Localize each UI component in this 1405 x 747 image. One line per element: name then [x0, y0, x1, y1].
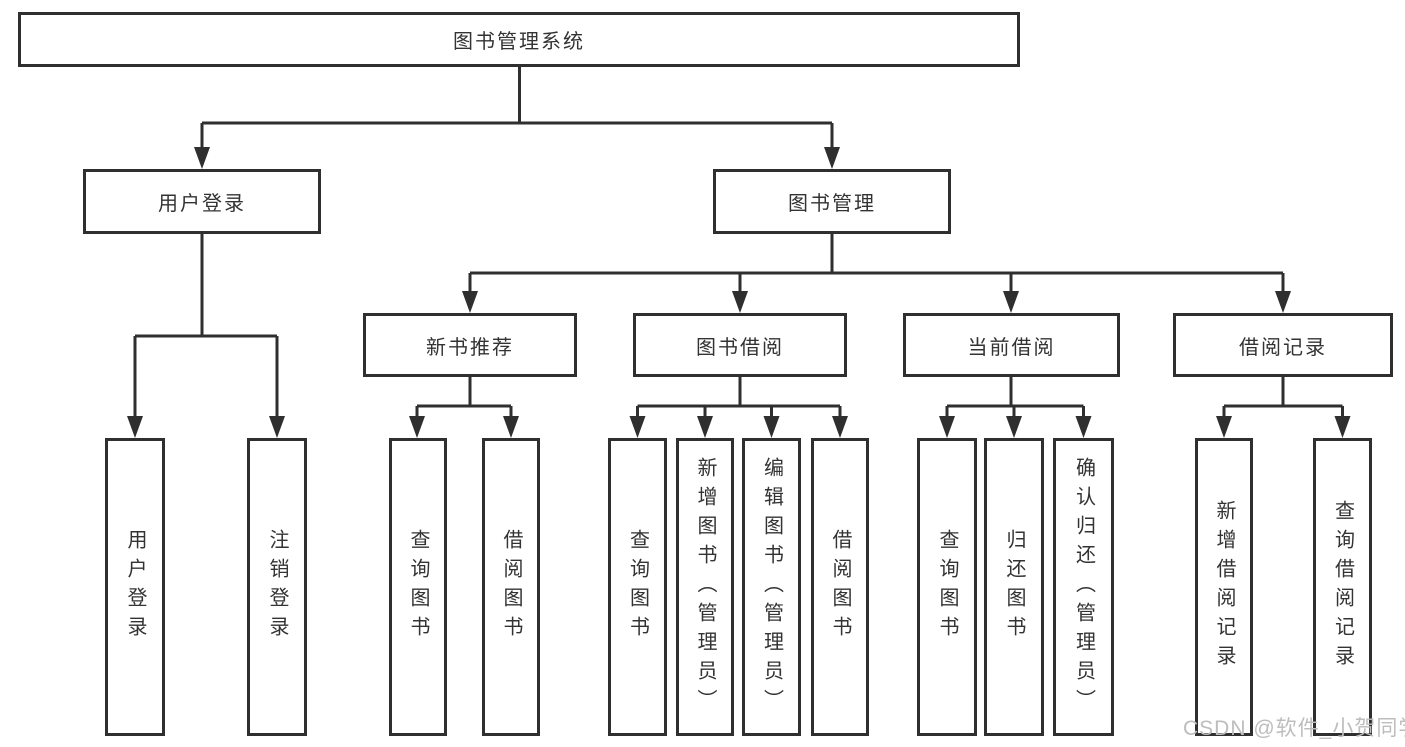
leaf-return-books: 归还图书	[984, 438, 1044, 736]
node-book-borrowing: 图书借阅	[633, 313, 847, 377]
leaf-add-borrow-record: 新增借阅记录	[1195, 438, 1253, 736]
leaf-query-books-borrowing-label: 查询图书	[626, 529, 649, 645]
node-new-book-recommend: 新书推荐	[363, 313, 577, 377]
leaf-user-login: 用户登录	[105, 438, 165, 736]
leaf-add-borrow-record-label: 新增借阅记录	[1213, 500, 1235, 674]
leaf-confirm-return-admin-label: 确认归还（管理员）	[1072, 456, 1095, 718]
leaf-logout: 注销登录	[247, 438, 307, 736]
leaf-return-books-label: 归还图书	[1003, 529, 1025, 645]
node-book-management: 图书管理	[713, 169, 951, 234]
leaf-query-books-recommend: 查询图书	[389, 438, 447, 736]
leaf-logout-label: 注销登录	[266, 529, 288, 645]
csdn-watermark: CSDN @软件_小贺同学	[1183, 717, 1405, 740]
leaf-borrow-books-borrowing: 借阅图书	[811, 438, 869, 736]
leaf-query-books-recommend-label: 查询图书	[407, 529, 429, 645]
leaf-edit-book-admin: 编辑图书（管理员）	[742, 438, 801, 736]
leaf-query-books-current: 查询图书	[917, 438, 977, 736]
node-borrowing-records: 借阅记录	[1173, 313, 1393, 377]
leaf-query-books-borrowing: 查询图书	[608, 438, 667, 736]
leaf-borrow-books-borrowing-label: 借阅图书	[829, 529, 851, 645]
node-root: 图书管理系统	[18, 12, 1020, 67]
leaf-query-borrow-record-label: 查询借阅记录	[1331, 500, 1354, 674]
leaf-borrow-books-recommend: 借阅图书	[482, 438, 540, 736]
leaf-add-book-admin: 新增图书（管理员）	[676, 438, 734, 736]
leaf-user-login-label: 用户登录	[124, 529, 146, 645]
leaf-query-borrow-record: 查询借阅记录	[1313, 438, 1372, 736]
leaf-confirm-return-admin: 确认归还（管理员）	[1053, 438, 1114, 736]
leaf-query-books-current-label: 查询图书	[936, 529, 958, 645]
leaf-add-book-admin-label: 新增图书（管理员）	[694, 456, 716, 718]
node-current-borrowing: 当前借阅	[903, 313, 1120, 377]
arrowhead-icons	[127, 147, 1351, 438]
leaf-borrow-books-recommend-label: 借阅图书	[500, 529, 522, 645]
node-user-login: 用户登录	[83, 169, 321, 234]
leaf-edit-book-admin-label: 编辑图书（管理员）	[760, 456, 783, 718]
